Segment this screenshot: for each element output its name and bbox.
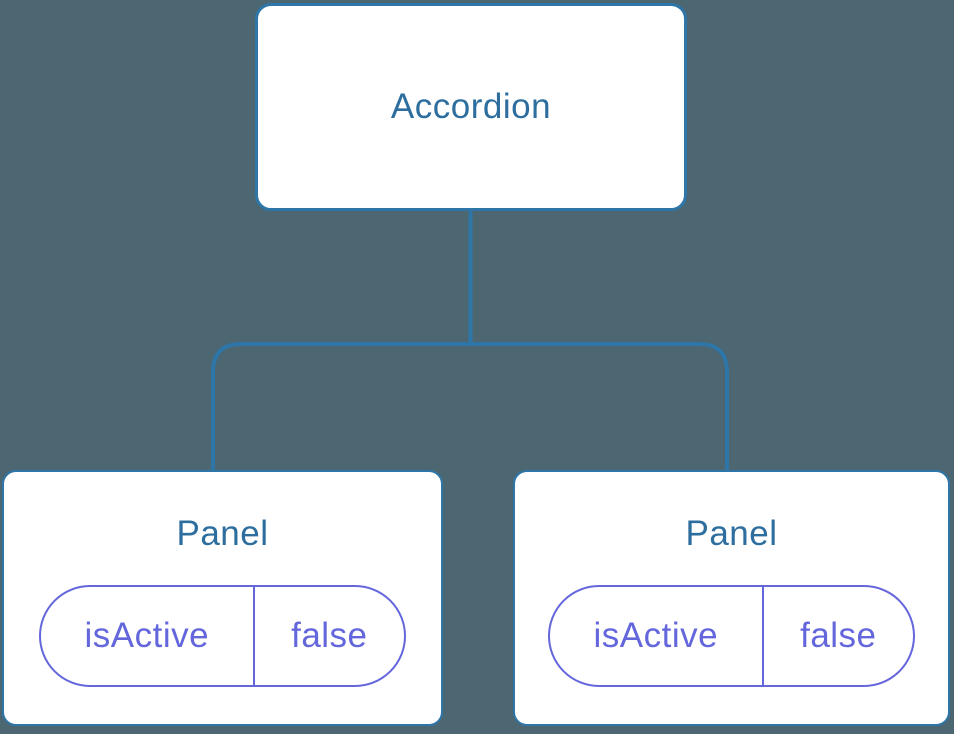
accordion-node-label: Accordion [390,87,552,126]
state-pill-left: isActive false [39,585,406,687]
panel-node-right-label: Panel [685,514,778,553]
panel-node-left-label: Panel [176,514,269,553]
panel-node-left: Panel isActive false [2,470,443,726]
state-pill-right: isActive false [548,585,915,687]
panel-node-right: Panel isActive false [513,470,950,726]
accordion-node: Accordion [255,3,687,211]
state-key-left: isActive [41,587,255,685]
branch-connector [211,342,729,472]
state-key-right: isActive [550,587,764,685]
state-value-right: false [800,616,877,655]
state-value-left: false [291,616,368,655]
